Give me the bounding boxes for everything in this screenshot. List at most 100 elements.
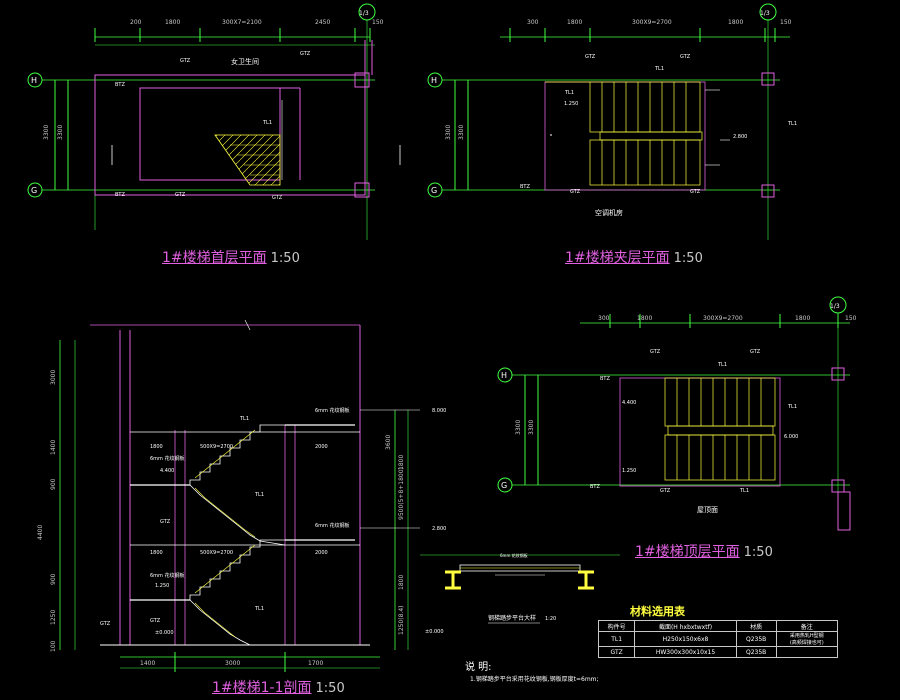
- dim-text: 300X9=2700: [703, 315, 743, 322]
- dim-text: 1400: [140, 660, 155, 667]
- table-cell: 采用热轧H型钢 (高频焊接也可): [775, 631, 839, 647]
- level-mark: 2.800: [733, 134, 747, 140]
- gtz-label: GTZ: [272, 195, 283, 201]
- dim-text: 1700: [308, 660, 323, 667]
- gtz-label: GTZ: [180, 58, 191, 64]
- plate-label: 6mm 花纹钢板: [150, 572, 185, 579]
- plate-label: 6mm 花纹钢板: [150, 455, 185, 462]
- dim-text: 500X9=2700: [200, 444, 233, 450]
- table-cell: TL1: [597, 631, 636, 647]
- level-mark: ±0.000: [155, 630, 174, 636]
- plate-label: 6mm 花纹钢板: [500, 552, 528, 558]
- level-mark: 2.800: [432, 526, 446, 532]
- axis-ref-label: 1/3: [830, 303, 840, 310]
- dim-text: 300: [527, 19, 539, 26]
- table-cell: H250x150x6x8: [634, 631, 737, 647]
- btz-label: BTZ: [590, 484, 600, 490]
- dim-text: 4400: [37, 525, 44, 540]
- gtz-label: GTZ: [175, 192, 186, 198]
- btz-label: BTZ: [115, 192, 125, 198]
- dim-text: 300X7=2100: [222, 19, 262, 26]
- dim-text: 1400: [50, 440, 57, 455]
- dim-text: 1800: [567, 19, 582, 26]
- axis-g-label: G: [431, 186, 437, 195]
- level-mark: 6.000: [784, 434, 798, 440]
- title-scale: 1:50: [743, 545, 773, 560]
- room-label-roof: 屋顶面: [697, 506, 718, 514]
- level-mark: 8.000: [432, 408, 446, 414]
- platform-detail-scale: 1:20: [545, 616, 556, 622]
- header-cell: 备注: [775, 620, 839, 632]
- stair-section: 3000 1400 900 4400 900 1250 100 3600 180…: [37, 319, 446, 672]
- title-scale: 1:50: [270, 251, 300, 266]
- gtz-label: GTZ: [300, 51, 311, 57]
- btz-label: BTZ: [600, 376, 610, 382]
- level-mark: ±0.000: [425, 629, 444, 635]
- tl1-label: TL1: [787, 404, 797, 410]
- platform-detail-title: 钢梯踏步平台大样: [488, 614, 536, 622]
- table-cell: GTZ: [597, 646, 636, 658]
- dim-text: 1800: [795, 315, 810, 322]
- level-mark: 4.400: [160, 468, 174, 474]
- level-mark: 1.250: [564, 101, 578, 107]
- axis-h-label: H: [31, 76, 37, 85]
- tl1-label: TL1: [717, 362, 727, 368]
- dim-text: 1250(8.4): [398, 606, 405, 636]
- level-mark: 4.400: [622, 400, 636, 406]
- side-dim: 3300: [43, 125, 50, 140]
- dim-text: 2000: [315, 444, 328, 450]
- side-dim: 3300: [458, 125, 465, 140]
- title-text: 1#楼梯顶层平面: [635, 544, 740, 560]
- table-row: GTZ HW300x300x10x15 Q235B: [597, 646, 839, 658]
- dim-text: 150: [780, 19, 792, 26]
- tl1-label: TL1: [254, 492, 264, 498]
- room-label-toilet: 女卫生间: [231, 57, 259, 66]
- level-mark: 1.250: [622, 468, 636, 474]
- mezzanine-plan: 300 1800 300X9=2700 1800 150 3300 3300 H…: [427, 3, 797, 240]
- dim-text: 1800: [150, 444, 163, 450]
- side-dim: 3300: [528, 420, 535, 435]
- dim-text: 2450: [315, 19, 330, 26]
- dim-text: 1800: [637, 315, 652, 322]
- header-cell: 截面(H hxbxtwxtf): [634, 620, 737, 632]
- table-row: TL1 H250x150x6x8 Q235B 采用热轧H型钢 (高频焊接也可): [597, 631, 839, 647]
- axis-g-label: G: [31, 186, 37, 195]
- title-text: 1#楼梯1-1剖面: [212, 680, 312, 696]
- dim-text: 500X9=2700: [200, 550, 233, 556]
- dim-text: 1800: [165, 19, 180, 26]
- gtz-label: GTZ: [690, 189, 701, 195]
- title-scale: 1:50: [673, 251, 703, 266]
- dim-text: 300: [598, 315, 610, 322]
- axis-g-label: G: [501, 481, 507, 490]
- dim-text: 150: [372, 19, 384, 26]
- header-cell: 构件号: [597, 620, 636, 632]
- gtz-label: GTZ: [750, 349, 761, 355]
- gtz-label: GTZ: [585, 54, 596, 60]
- axis-h-label: H: [431, 76, 437, 85]
- side-dim: 3300: [515, 420, 522, 435]
- dim-text: 1800: [398, 455, 405, 470]
- table-cell: Q235B: [735, 646, 777, 658]
- tl1-label: TL1: [739, 488, 749, 494]
- tl1-label: TL1: [564, 90, 574, 96]
- level-mark: 1.250: [155, 583, 169, 589]
- gtz-label: GTZ: [650, 349, 661, 355]
- plate-label: 6mm 花纹钢板: [315, 407, 350, 414]
- dim-text: 9500(5+8+1800): [398, 467, 405, 520]
- platform-detail: 6mm 花纹钢板 钢梯踏步平台大样 1:20: [420, 552, 620, 624]
- dim-text: 1250: [50, 610, 57, 625]
- dim-text: 3000: [225, 660, 240, 667]
- table-header-row: 构件号 截面(H hxbxtwxtf) 材质 备注: [597, 620, 839, 632]
- dim-text: 2000: [315, 550, 328, 556]
- axis-h-label: H: [501, 371, 507, 380]
- dim-text: 200: [130, 19, 142, 26]
- side-dim: 3300: [445, 125, 452, 140]
- notes-text: 1.钢梯踏步平台采用花纹钢板,钢板厚度t=6mm;: [470, 676, 599, 683]
- dim-text: 3600: [385, 435, 392, 450]
- plate-label: 6mm 花纹钢板: [315, 522, 350, 529]
